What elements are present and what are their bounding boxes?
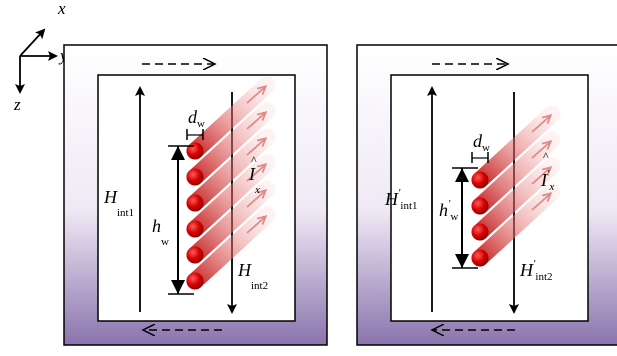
left-current-arrow: [246, 113, 265, 130]
right-current-arrow: [531, 194, 550, 211]
right-conductor: [471, 197, 489, 215]
left-conductor: [186, 246, 204, 264]
left-current-hat: ^: [251, 153, 257, 167]
right-current-arrow: [531, 142, 550, 159]
right-hint2-label: H′int2: [519, 258, 553, 283]
right-hw-arrowhead-top: [455, 168, 469, 182]
left-panel: dw hw Hint1 Hint2 Ix ^: [63, 44, 328, 346]
left-current-arrow: [246, 191, 265, 208]
left-conductor: [186, 220, 204, 238]
left-hw-arrowhead-bottom: [171, 280, 185, 294]
y-axis-label: y: [58, 46, 68, 65]
right-hint1-label: H′int1: [384, 187, 418, 212]
left-conductor: [186, 272, 204, 290]
right-hw-label: h′w: [439, 198, 458, 223]
x-axis-arrow: [19, 28, 46, 57]
right-conductor: [471, 171, 489, 189]
right-dw-label: dw: [473, 131, 490, 154]
right-conductors: [471, 105, 561, 267]
left-hint1-label: Hint1: [103, 187, 134, 219]
left-current-label: Ix: [248, 164, 260, 196]
coordinate-axes: x y z: [13, 0, 68, 114]
left-conductors: [186, 76, 276, 290]
right-hw-arrowhead-bottom: [455, 254, 469, 268]
left-conductor: [186, 142, 204, 160]
left-current-arrow: [246, 217, 265, 234]
z-axis-label: z: [13, 95, 21, 114]
right-current-hat: ^: [543, 149, 549, 163]
left-current-arrow: [246, 87, 265, 104]
right-panel: dw h′w H′int1 H′int2 I′x ^: [356, 44, 617, 346]
left-current-arrow: [246, 139, 265, 156]
right-current-arrow: [531, 116, 550, 133]
left-hint2-label: Hint2: [237, 260, 268, 292]
right-current-label: I′x: [540, 168, 554, 193]
left-conductor: [186, 168, 204, 186]
left-current-arrow: [246, 165, 265, 182]
left-dw-label: dw: [188, 107, 205, 130]
right-conductor: [471, 249, 489, 267]
left-conductor: [186, 194, 204, 212]
right-current-arrow: [531, 168, 550, 185]
left-hw-label: hw: [152, 216, 169, 248]
x-axis-label: x: [57, 0, 66, 18]
right-conductor: [471, 223, 489, 241]
left-hw-arrowhead-top: [171, 146, 185, 160]
